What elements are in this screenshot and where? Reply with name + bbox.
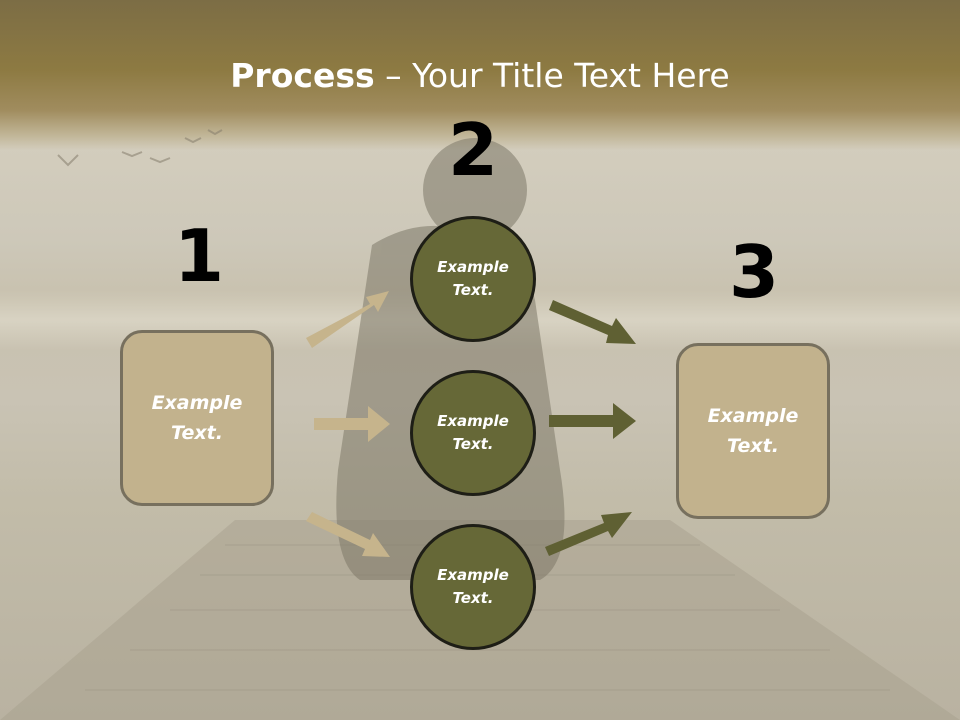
left-box-text: Example Text. (151, 392, 243, 444)
circle-top[interactable]: Example Text. (410, 216, 536, 342)
step-number-1: 1 (173, 214, 225, 298)
header-band (0, 0, 960, 150)
left-text-box[interactable]: Example Text. (120, 330, 274, 506)
step-number-3: 3 (728, 230, 780, 314)
arrow-right-bottom (545, 512, 632, 556)
title-rest: – Your Title Text Here (374, 56, 730, 95)
slide-title: Process – Your Title Text Here (0, 54, 960, 98)
arrow-right-middle (549, 403, 636, 439)
arrow-right-top (549, 300, 636, 344)
right-box-text: Example Text. (707, 405, 799, 457)
right-text-box[interactable]: Example Text. (676, 343, 830, 519)
circle-bottom[interactable]: Example Text. (410, 524, 536, 650)
birds (57, 129, 223, 167)
circle-middle[interactable]: Example Text. (410, 370, 536, 496)
circle-middle-text: Example Text. (437, 412, 509, 453)
circle-bottom-text: Example Text. (437, 566, 509, 607)
title-strong: Process (230, 56, 375, 95)
circle-top-text: Example Text. (437, 258, 509, 299)
step-number-2: 2 (447, 108, 499, 192)
arrow-left-middle (314, 406, 390, 442)
arrow-left-bottom (306, 512, 390, 557)
arrow-left-top (306, 291, 389, 348)
